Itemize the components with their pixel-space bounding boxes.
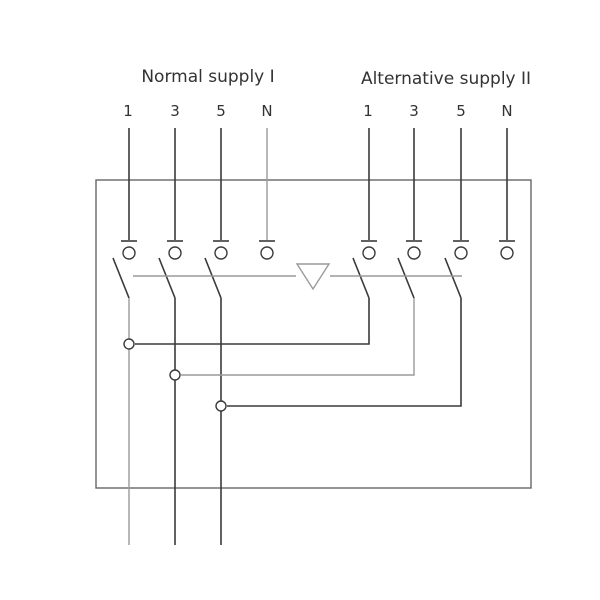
alt-terminal-5-label: 5 xyxy=(456,102,466,120)
interlock-triangle xyxy=(295,263,331,291)
junction-circle xyxy=(123,338,135,350)
alt-terminal-1-label: 1 xyxy=(363,102,373,120)
junction-circle xyxy=(169,369,181,381)
terminal-circle xyxy=(407,246,421,260)
normal-terminal-3-label: 3 xyxy=(170,102,180,120)
terminal-caps xyxy=(121,240,515,260)
normal-terminal-n-label: N xyxy=(261,102,272,120)
normal-terminal-5-label: 5 xyxy=(216,102,226,120)
terminal-circle xyxy=(260,246,274,260)
alt-terminal-n-label: N xyxy=(501,102,512,120)
output-conductors xyxy=(128,298,222,545)
normal-supply-title: Normal supply I xyxy=(141,67,274,87)
terminal-circle xyxy=(362,246,376,260)
switch-blades xyxy=(112,257,462,299)
terminal-circle xyxy=(500,246,514,260)
incoming-leads xyxy=(128,128,508,240)
alternative-supply-title: Alternative supply II xyxy=(361,69,531,89)
junction-circle xyxy=(215,400,227,412)
enclosure-frame xyxy=(95,179,532,489)
terminal-circle xyxy=(214,246,228,260)
cross-connections xyxy=(123,298,462,412)
alt-terminal-3-label: 3 xyxy=(409,102,419,120)
terminal-circle xyxy=(168,246,182,260)
terminal-circle xyxy=(454,246,468,260)
terminal-circle xyxy=(122,246,136,260)
normal-terminal-1-label: 1 xyxy=(123,102,133,120)
